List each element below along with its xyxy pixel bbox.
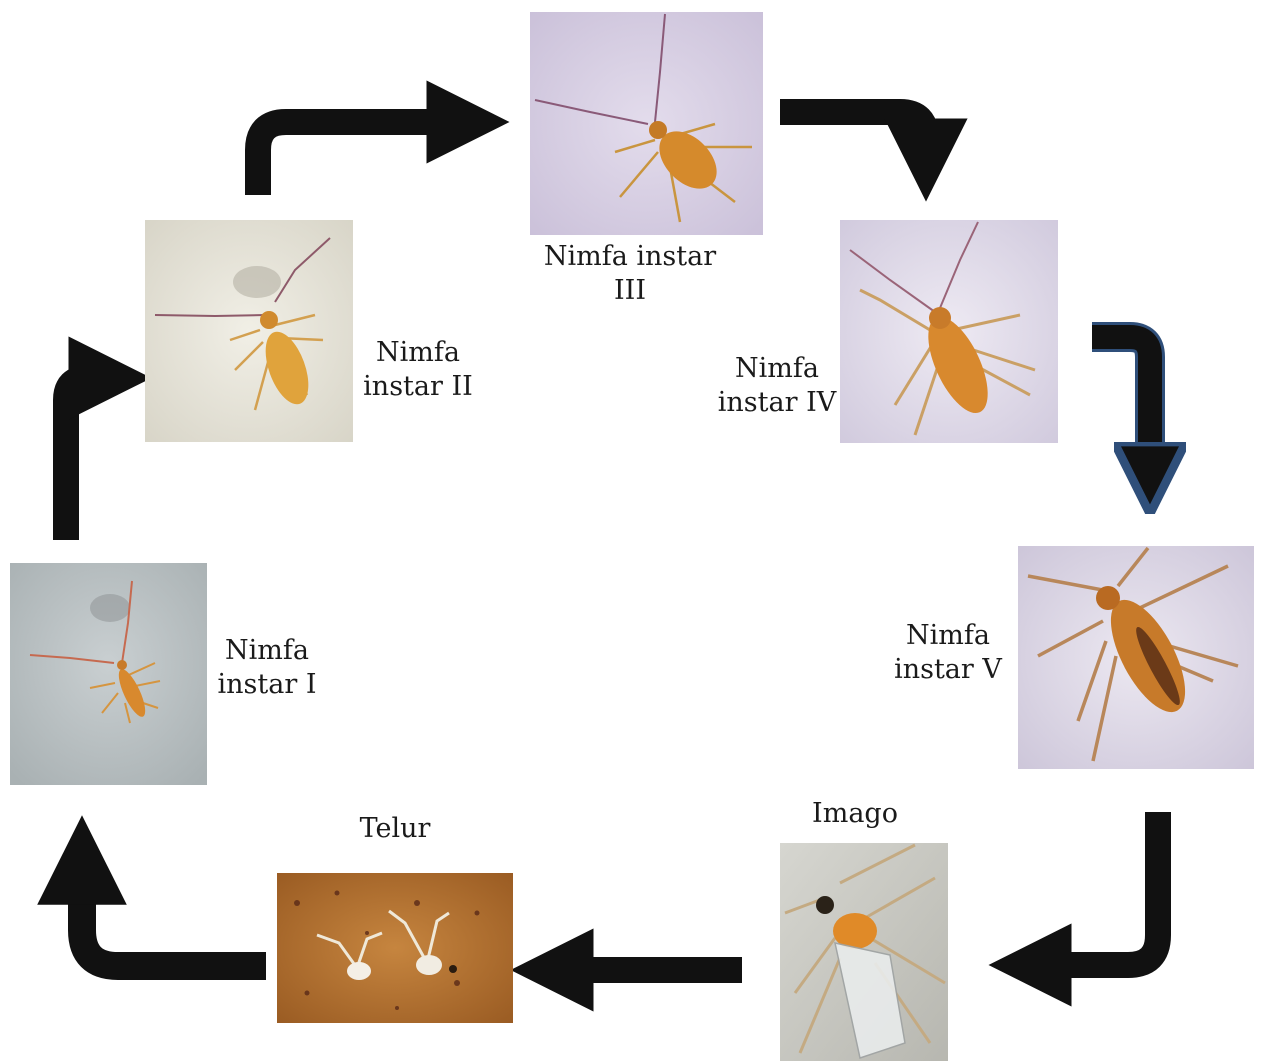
photo-nimfa-instar-3 bbox=[530, 12, 763, 235]
photo-telur bbox=[277, 873, 513, 1023]
arrow-icon bbox=[82, 860, 266, 966]
photo-nimfa-instar-5 bbox=[1018, 546, 1254, 769]
arrow-icon bbox=[1092, 337, 1150, 478]
photo-nimfa-instar-2 bbox=[145, 220, 353, 442]
photo-nimfa-instar-1 bbox=[10, 563, 207, 785]
label-nimfa-instar-5: Nimfa instar V bbox=[888, 619, 1008, 687]
photo-imago bbox=[780, 843, 948, 1061]
label-nimfa-instar-1: Nimfa instar I bbox=[212, 634, 322, 702]
label-nimfa-instar-2: Nimfa instar II bbox=[358, 336, 478, 404]
label-telur: Telur bbox=[340, 812, 450, 846]
arrow-icon bbox=[780, 112, 926, 160]
label-nimfa-instar-4: Nimfa instar IV bbox=[712, 352, 842, 420]
arrow-icon bbox=[1030, 812, 1158, 965]
label-nimfa-instar-3: Nimfa instar III bbox=[540, 240, 720, 308]
arrow-icon bbox=[258, 122, 468, 195]
photo-nimfa-instar-4 bbox=[840, 220, 1058, 443]
label-imago: Imago bbox=[790, 797, 920, 831]
arrow-icon bbox=[66, 378, 110, 540]
